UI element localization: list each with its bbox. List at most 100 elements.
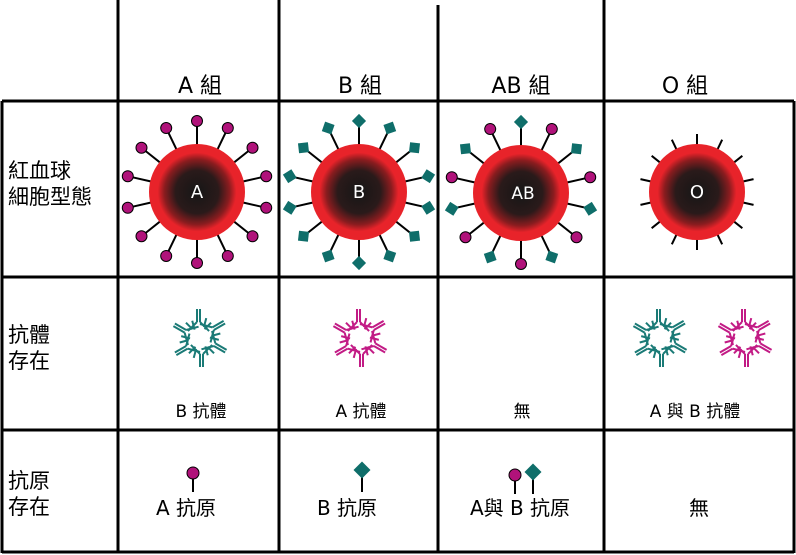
antigen-b-head xyxy=(513,114,529,130)
row-label-antibody-line1: 抗體 xyxy=(8,323,50,347)
antibody-arm xyxy=(756,332,766,337)
antibody-stem xyxy=(758,345,771,354)
antigen-stalk xyxy=(144,219,162,234)
antibody-y xyxy=(632,320,659,346)
antigen-a-icon xyxy=(186,466,200,492)
antibody-cluster-a xyxy=(332,309,388,367)
antibody-stem xyxy=(720,347,734,356)
antibody-stem xyxy=(374,342,388,351)
antigen-b-head xyxy=(282,169,297,184)
antibody-y xyxy=(645,309,672,332)
antibody-arm xyxy=(730,325,744,331)
antibody-arm xyxy=(639,339,649,344)
antigen-b-head xyxy=(570,143,583,155)
antigen-a-head xyxy=(160,249,173,262)
antibody-y xyxy=(345,309,372,332)
antigen-a-head xyxy=(121,170,134,183)
antibody-y xyxy=(201,330,228,356)
header-o: O 組 xyxy=(661,74,709,99)
antigen-a-head xyxy=(445,171,458,184)
antigen-stalk xyxy=(306,219,324,234)
antibody-stem xyxy=(635,347,649,356)
antigen-b-head xyxy=(282,200,297,215)
antibody-arm xyxy=(732,347,746,353)
antigen-b-head xyxy=(524,463,542,481)
antibody-arm xyxy=(659,323,673,329)
antigen-stalk xyxy=(216,233,227,252)
antibody-y xyxy=(730,309,757,332)
antibody-y xyxy=(661,330,688,356)
antibody-stem xyxy=(332,325,346,334)
antigen-stalk xyxy=(232,219,250,234)
antigen-a-head xyxy=(135,230,148,243)
row-label-cell-shape-line2: 細胞型態 xyxy=(8,185,92,209)
antibody-stem xyxy=(373,322,386,331)
antibody-stem xyxy=(334,345,347,354)
header-a: A 組 xyxy=(177,74,223,99)
antigen-b-icon xyxy=(524,463,542,494)
antigen-stalk xyxy=(394,150,412,165)
antibody-stem xyxy=(213,322,226,331)
antigen-stalk xyxy=(329,132,340,151)
antibody-y xyxy=(348,344,375,367)
antibody-arm xyxy=(645,325,659,331)
antigen-a-head xyxy=(260,170,273,183)
red-blood-cell-ab xyxy=(444,114,598,270)
antibody-arm xyxy=(343,332,349,346)
row-label-antigen-line1: 抗原 xyxy=(8,469,50,493)
cell-letter-o: O xyxy=(689,182,705,203)
red-blood-cell-a xyxy=(121,115,273,269)
row-label-antibody: 抗體 存在 xyxy=(8,322,118,374)
antibody-arm xyxy=(206,346,215,355)
antigen-stalk xyxy=(167,233,178,252)
row-label-antibody-line2: 存在 xyxy=(8,349,50,373)
antibody-arm xyxy=(352,348,358,359)
antibody-y xyxy=(172,320,199,346)
antibody-arm xyxy=(179,339,189,344)
red-blood-cell-o xyxy=(640,134,754,250)
antigen-b-head xyxy=(408,230,421,242)
antibody-y xyxy=(744,317,771,343)
cell-body xyxy=(311,144,407,240)
antigen-b-head xyxy=(444,201,459,216)
antibody-stem xyxy=(172,325,186,334)
antigen-stalk xyxy=(403,201,424,208)
antibody-stem xyxy=(756,320,770,329)
antigen-stalk xyxy=(565,202,586,209)
antigen-a-head xyxy=(459,231,472,244)
antibody-caption-b: A 抗體 xyxy=(335,402,387,422)
antigen-a-head xyxy=(246,141,259,154)
antibody-y xyxy=(332,320,359,346)
antibody-stem xyxy=(335,347,349,356)
antibody-stem xyxy=(634,345,647,354)
antibody-y xyxy=(648,344,675,367)
antibody-arm xyxy=(351,320,356,330)
antibody-stem xyxy=(213,345,226,354)
antibody-stem xyxy=(674,342,688,351)
antigen-a-head xyxy=(484,123,497,136)
antigen-stalk xyxy=(232,150,250,165)
antigen-stalk xyxy=(329,233,340,252)
antibody-arm xyxy=(371,332,381,337)
antibody-stem xyxy=(214,342,228,351)
antibody-stem xyxy=(759,342,773,351)
antibody-arm xyxy=(202,344,213,355)
red-blood-cell-b xyxy=(282,113,436,271)
antibody-arm xyxy=(192,348,198,359)
header-ab: AB 組 xyxy=(491,74,551,99)
antibody-arm xyxy=(199,323,213,329)
antibody-arm xyxy=(359,323,373,329)
antibody-arm xyxy=(737,348,743,359)
antigen-a-head xyxy=(135,141,148,154)
antibody-arm xyxy=(728,332,734,346)
antigen-caption-o: 無 xyxy=(689,496,709,520)
antibody-arm xyxy=(371,330,377,344)
antibody-cluster-b xyxy=(172,309,228,367)
antigen-stalk xyxy=(132,201,153,208)
antigen-b-head xyxy=(297,142,310,154)
antigen-b-head xyxy=(297,230,310,242)
antigen-a-head xyxy=(221,122,234,135)
antigen-stalk xyxy=(132,176,153,183)
antibody-stem xyxy=(632,325,646,334)
